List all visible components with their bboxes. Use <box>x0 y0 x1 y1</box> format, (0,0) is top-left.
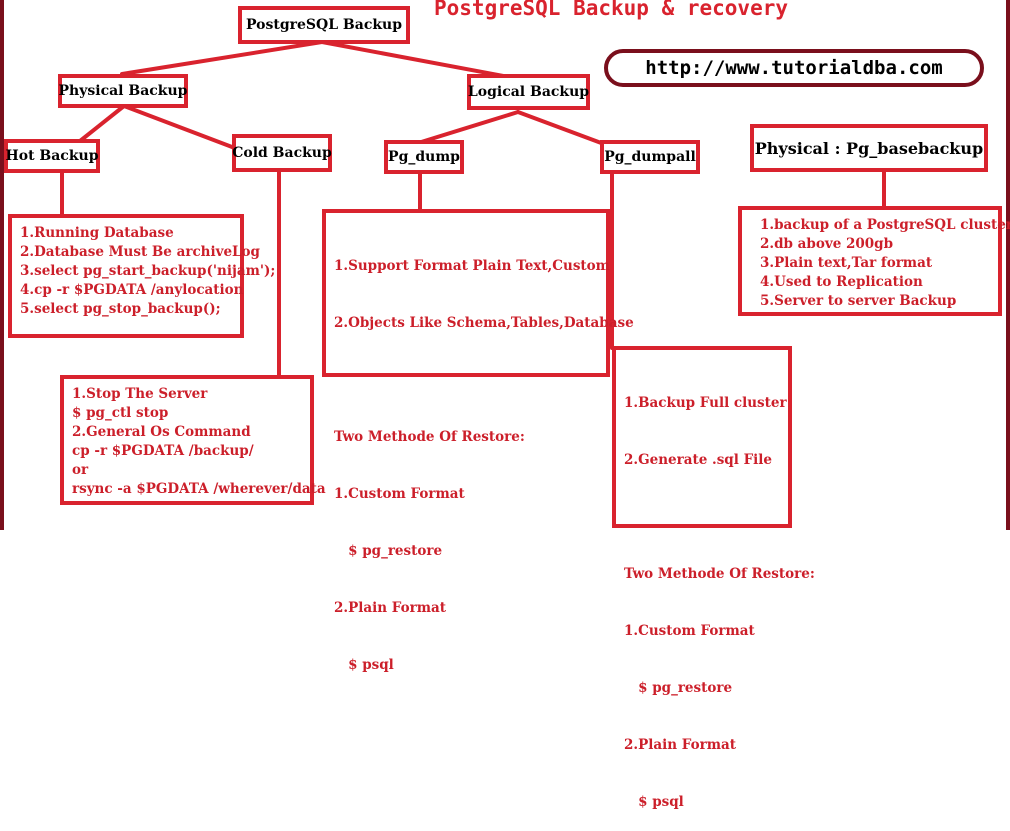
node-hot-backup: Hot Backup <box>4 139 100 173</box>
panel-line: 5.Server to server Backup <box>760 293 957 309</box>
panel-line: 1.Running Database <box>20 225 174 241</box>
panel-line: 2.General Os Command <box>72 424 251 440</box>
node-cold-backup: Cold Backup <box>232 134 332 172</box>
panel-line: Two Methode Of Restore: <box>624 566 815 582</box>
panel-line: 2.Objects Like Schema,Tables,Database <box>334 315 634 331</box>
frame-left-border <box>0 0 4 530</box>
edge-root-physical <box>120 40 324 76</box>
website-url[interactable]: http://www.tutorialdba.com <box>604 49 984 87</box>
panel-line: 1.Backup Full cluster <box>624 395 787 411</box>
panel-line: 5.select pg_stop_backup(); <box>20 301 221 317</box>
panel-line: cp -r $PGDATA /backup/ <box>72 443 254 459</box>
panel-line: or <box>72 462 89 478</box>
panel-pg-basebackup: 1.backup of a PostgreSQL cluster 2.db ab… <box>738 206 1010 316</box>
panel-line: $ pg_restore <box>334 543 443 559</box>
node-pg-dumpall: Pg_dumpall <box>600 140 700 174</box>
panel-line: 2.Generate .sql File <box>624 452 772 468</box>
panel-cold-backup: 1.Stop The Server $ pg_ctl stop 2.Genera… <box>60 375 326 505</box>
panel-line: 1.Custom Format <box>334 486 465 502</box>
frame-right-border <box>1006 0 1010 530</box>
panel-line: 3.Plain text,Tar format <box>760 255 933 271</box>
panel-line: 1.Support Format Plain Text,Custom <box>334 258 610 274</box>
panel-line: 2.Plain Format <box>334 600 446 616</box>
node-pg-basebackup: Physical : Pg_basebackup <box>750 124 988 172</box>
panel-line: 4.cp -r $PGDATA /anylocation <box>20 282 244 298</box>
panel-line: $ psql <box>334 657 394 673</box>
diagram-title: PostgreSQL Backup & recovery <box>434 0 789 20</box>
panel-pg-dumpall: 1.Backup Full cluster 2.Generate .sql Fi… <box>612 346 815 810</box>
panel-line: $ psql <box>624 794 684 810</box>
panel-line: rsync -a $PGDATA /wherever/data <box>72 481 326 497</box>
panel-line: $ pg_ctl stop <box>72 405 169 421</box>
edge-root-logical <box>320 40 527 82</box>
panel-line <box>624 508 780 527</box>
panel-line: Two Methode Of Restore: <box>334 429 525 445</box>
node-postgresql-backup: PostgreSQL Backup <box>238 6 410 44</box>
panel-line: 2.Database Must Be archiveLog <box>20 244 260 260</box>
edge-logical-pgdump <box>416 110 520 145</box>
panel-line: 1.backup of a PostgreSQL cluster <box>760 217 1010 233</box>
panel-line: 1.Custom Format <box>624 623 755 639</box>
node-pg-dump: Pg_dump <box>384 140 464 174</box>
node-physical-backup: Physical Backup <box>58 74 188 108</box>
panel-line: $ pg_restore <box>624 680 733 696</box>
node-logical-backup: Logical Backup <box>467 74 590 110</box>
panel-line: 1.Stop The Server <box>72 386 208 402</box>
panel-line: 3.select pg_start_backup('nijam'); <box>20 263 276 279</box>
panel-line: 2.Plain Format <box>624 737 736 753</box>
edge-physical-cold <box>122 104 242 152</box>
panel-pg-dump: 1.Support Format Plain Text,Custom 2.Obj… <box>322 209 634 673</box>
edge-physical-hot <box>78 104 126 143</box>
connector-lines <box>60 40 886 378</box>
panel-line: 4.Used to Replication <box>760 274 923 290</box>
panel-hot-backup: 1.Running Database 2.Database Must Be ar… <box>8 214 276 338</box>
panel-line <box>334 371 598 390</box>
panel-line: 2.db above 200gb <box>760 236 894 252</box>
